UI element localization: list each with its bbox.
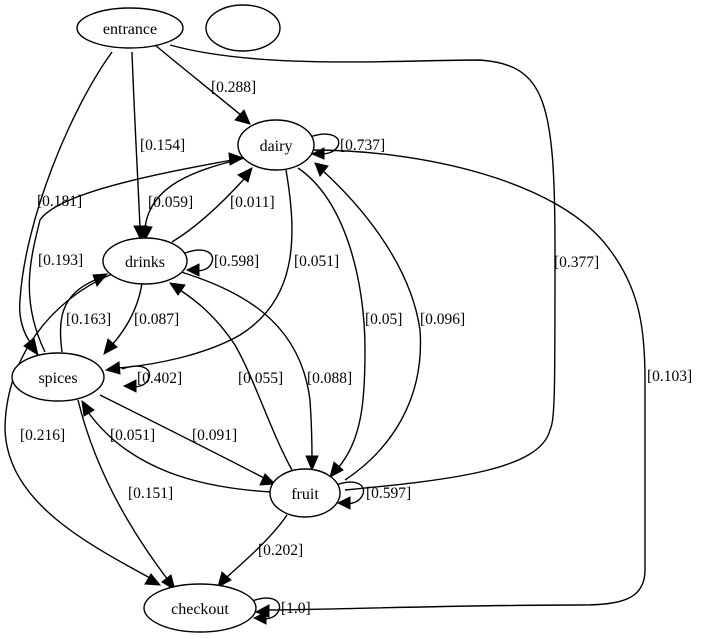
label-drinks-spices: [0.087] — [134, 311, 179, 328]
label-fruit-dairy: [0.096] — [420, 311, 465, 328]
node-dairy-label: dairy — [260, 138, 293, 155]
arrowhead-entrance-spices — [23, 337, 39, 357]
edge-dairy-checkout — [267, 149, 646, 611]
label-spices-self: [0.402] — [137, 370, 182, 387]
edge-spices-dairy — [28, 159, 233, 353]
arrowhead-drinks-self — [185, 263, 200, 277]
arrowhead-fruit-self — [336, 496, 351, 510]
label-entrance-fruit: [0.377] — [554, 254, 599, 271]
edge-spices-fruit — [99, 394, 265, 479]
edge-fruit-spices — [87, 411, 273, 493]
label-fruit-spices: [0.051] — [110, 427, 155, 444]
edge-dairy-drinks — [144, 157, 246, 229]
arrowhead-drinks-checkout — [144, 573, 162, 586]
edge-fruit-checkout — [225, 514, 288, 579]
arrowhead-spices-fruit — [259, 473, 277, 486]
edge-entrance-spices — [18, 51, 113, 343]
label-fruit-self: [0.597] — [366, 485, 411, 502]
edge-entrance-dairy — [154, 44, 243, 117]
label-dairy-drinks: [0.059] — [148, 194, 193, 211]
arrowhead-drinks-spices — [103, 338, 118, 355]
label-drinks-checkout: [0.216] — [20, 427, 65, 444]
label-entrance-dairy: [0.288] — [211, 79, 256, 96]
label-checkout-self: [1.0] — [281, 600, 311, 617]
node-fruit: fruit — [269, 468, 341, 518]
label-dairy-fruit: [0.05] — [365, 311, 402, 328]
label-dairy-checkout: [0.103] — [647, 368, 692, 385]
node-dairy: dairy — [237, 119, 315, 171]
label-drinks-dairy: [0.011] — [230, 194, 275, 211]
edge-dairy-spices — [117, 169, 293, 369]
node-drinks: drinks — [102, 237, 188, 285]
edge-drinks-dairy — [171, 177, 246, 243]
node-entrance: entrance — [76, 7, 184, 49]
arrowhead-dairy-spices — [104, 361, 121, 375]
edge-fruit-drinks — [179, 289, 293, 471]
arrowhead-checkout-self — [252, 611, 267, 625]
node-fruit-label: fruit — [291, 486, 319, 503]
edge-spices-checkout — [77, 399, 169, 581]
label-dairy-self: [0.737] — [340, 137, 385, 154]
label-fruit-checkout: [0.202] — [258, 542, 303, 559]
label-dairy-spices: [0.051] — [294, 253, 339, 270]
edge-drinks-checkout — [4, 273, 151, 579]
edge-spices-drinks — [59, 279, 96, 353]
arrowhead-dairy-fruit — [329, 461, 344, 478]
node-entrance-label: entrance — [103, 21, 157, 38]
arrowhead-fruit-checkout — [217, 571, 232, 588]
edge-dairy-fruit — [297, 167, 366, 469]
label-drinks-self: [0.598] — [214, 253, 259, 270]
label-spices-fruit: [0.091] — [192, 427, 237, 444]
arrowhead-spices-dairy — [228, 152, 245, 166]
edge-drinks-fruit — [174, 269, 313, 459]
node-blank — [205, 4, 281, 52]
label-spices-drinks: [0.163] — [66, 311, 111, 328]
label-entrance-drinks: [0.154] — [140, 137, 185, 154]
edge-drinks-spices — [111, 282, 143, 346]
arrowhead-spices-checkout — [161, 574, 176, 592]
node-spices: spices — [11, 352, 105, 402]
arrowhead-entrance-dairy — [234, 109, 251, 125]
arrowhead-fruit-dairy — [314, 162, 329, 177]
arrowhead-fruit-spices — [81, 399, 95, 417]
node-drinks-label: drinks — [125, 254, 165, 271]
arrowhead-fruit-drinks — [168, 282, 186, 296]
node-checkout-label: checkout — [171, 601, 229, 618]
label-spices-checkout: [0.151] — [128, 485, 173, 502]
label-drinks-fruit: [0.088] — [307, 370, 352, 387]
edge-entrance-drinks — [131, 51, 141, 229]
label-entrance-spices: [0.181] — [37, 193, 82, 210]
arrowhead-dairy-drinks — [138, 225, 153, 242]
label-fruit-drinks: [0.055] — [238, 370, 283, 387]
arrowhead-drinks-fruit — [305, 455, 319, 472]
edge-entrance-fruit — [169, 44, 556, 491]
node-spices-label: spices — [38, 370, 77, 387]
edge-fruit-dairy — [321, 169, 422, 481]
node-checkout: checkout — [143, 583, 257, 633]
label-spices-dairy: [0.193] — [38, 252, 83, 269]
arrowhead-spices-self — [122, 379, 137, 393]
arrowhead-drinks-dairy — [237, 167, 253, 183]
